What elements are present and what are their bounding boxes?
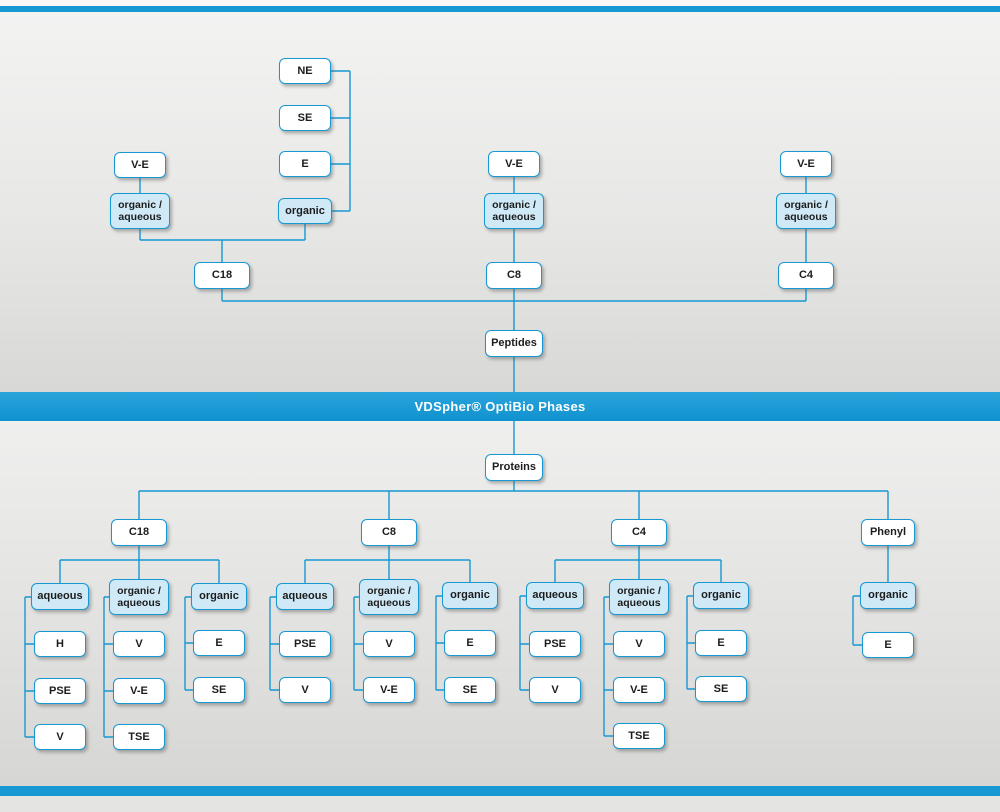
proteins-c18-node: C18	[111, 519, 167, 546]
proteins-c4-organic-se-node: SE	[695, 676, 747, 702]
proteins-c18-orgaq-tse-node: TSE	[113, 724, 165, 750]
peptides-c8-organic-aqueous-node: organic / aqueous	[484, 193, 544, 229]
proteins-c4-organic-e-node: E	[695, 630, 747, 656]
proteins-c18-aqueous-node: aqueous	[31, 583, 89, 610]
top-accent-bar	[0, 6, 1000, 12]
proteins-c18-orgaq-v-node: V	[113, 631, 165, 657]
peptides-c4-organic-aqueous-node: organic / aqueous	[776, 193, 836, 229]
peptides-root-node: Peptides	[485, 330, 543, 357]
peptides-ne-node: NE	[279, 58, 331, 84]
bottom-margin-strip	[0, 796, 1000, 812]
peptides-c18-organic-aqueous-node: organic / aqueous	[110, 193, 170, 229]
peptides-c4-ve-node: V-E	[780, 151, 832, 177]
proteins-c4-orgaq-v-node: V	[613, 631, 665, 657]
proteins-c8-aqueous-pse-node: PSE	[279, 631, 331, 657]
proteins-c8-aqueous-node: aqueous	[276, 583, 334, 610]
bottom-accent-bar	[0, 786, 1000, 796]
proteins-c4-orgaq-ve-node: V-E	[613, 677, 665, 703]
proteins-c4-orgaq-tse-node: TSE	[613, 723, 665, 749]
proteins-c8-orgaq-ve-node: V-E	[363, 677, 415, 703]
proteins-c18-organic-node: organic	[191, 583, 247, 610]
proteins-c8-organic-se-node: SE	[444, 677, 496, 703]
proteins-phenyl-node: Phenyl	[861, 519, 915, 546]
proteins-c8-aqueous-v-node: V	[279, 677, 331, 703]
proteins-c18-aqueous-h-node: H	[34, 631, 86, 657]
proteins-c4-aqueous-node: aqueous	[526, 582, 584, 609]
proteins-c8-organic-e-node: E	[444, 630, 496, 656]
proteins-c18-organic-se-node: SE	[193, 677, 245, 703]
proteins-c4-node: C4	[611, 519, 667, 546]
peptides-c18-ve-node: V-E	[114, 152, 166, 178]
top-margin-strip	[0, 0, 1000, 6]
proteins-c8-organic-node: organic	[442, 582, 498, 609]
peptides-se-node: SE	[279, 105, 331, 131]
proteins-root-node: Proteins	[485, 454, 543, 481]
proteins-c4-aqueous-v-node: V	[529, 677, 581, 703]
proteins-c8-orgaq-v-node: V	[363, 631, 415, 657]
title-banner: VDSpher® OptiBio Phases	[0, 392, 1000, 421]
proteins-c18-orgaq-ve-node: V-E	[113, 678, 165, 704]
proteins-c18-aqueous-v-node: V	[34, 724, 86, 750]
peptides-e-node: E	[279, 151, 331, 177]
proteins-c18-aqueous-pse-node: PSE	[34, 678, 86, 704]
proteins-c8-node: C8	[361, 519, 417, 546]
proteins-c4-organic-aqueous-node: organic / aqueous	[609, 579, 669, 615]
proteins-c8-organic-aqueous-node: organic / aqueous	[359, 579, 419, 615]
proteins-c4-aqueous-pse-node: PSE	[529, 631, 581, 657]
peptides-c8-ve-node: V-E	[488, 151, 540, 177]
banner-title: VDSpher® OptiBio Phases	[414, 399, 586, 414]
proteins-c18-organic-e-node: E	[193, 630, 245, 656]
proteins-c18-organic-aqueous-node: organic / aqueous	[109, 579, 169, 615]
peptides-c4-node: C4	[778, 262, 834, 289]
proteins-c4-organic-node: organic	[693, 582, 749, 609]
proteins-phenyl-organic-node: organic	[860, 582, 916, 609]
peptides-c8-node: C8	[486, 262, 542, 289]
peptides-c18-node: C18	[194, 262, 250, 289]
proteins-phenyl-organic-e-node: E	[862, 632, 914, 658]
peptides-c18-organic-node: organic	[278, 198, 332, 224]
